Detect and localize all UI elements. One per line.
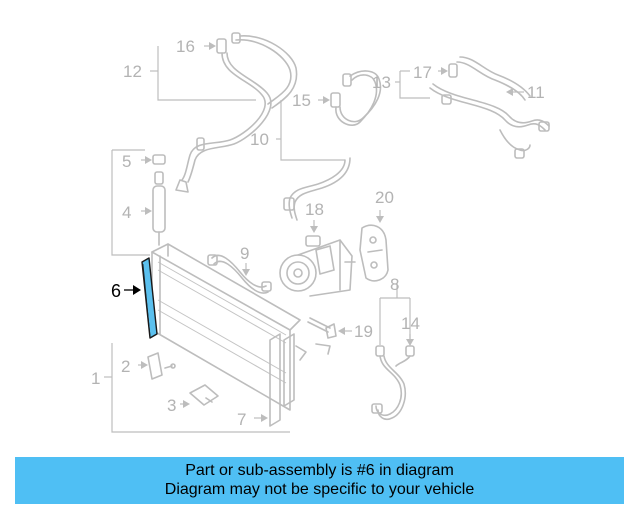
callout-10[interactable]: 10 bbox=[250, 130, 269, 149]
callout-15[interactable]: 15 bbox=[292, 91, 311, 110]
callout-12[interactable]: 12 bbox=[123, 62, 142, 81]
info-banner: Part or sub-assembly is #6 in diagram Di… bbox=[15, 457, 624, 504]
callout-3[interactable]: 3 bbox=[167, 396, 176, 415]
callout-1[interactable]: 1 bbox=[91, 369, 100, 388]
banner-line-2: Diagram may not be specific to your vehi… bbox=[164, 481, 475, 498]
callout-5[interactable]: 5 bbox=[122, 152, 131, 171]
callout-14[interactable]: 14 bbox=[401, 314, 420, 333]
condenser-assembly bbox=[104, 243, 331, 433]
callout-8[interactable]: 8 bbox=[390, 275, 399, 294]
callout-7[interactable]: 7 bbox=[237, 410, 246, 429]
compressor-18 bbox=[279, 220, 356, 297]
callout-11[interactable]: 11 bbox=[527, 83, 545, 102]
bracket-20 bbox=[359, 210, 389, 282]
callout-16[interactable]: 16 bbox=[176, 37, 195, 56]
hose-line-10 bbox=[276, 70, 382, 221]
bolt-19 bbox=[307, 317, 352, 339]
callout-20[interactable]: 20 bbox=[375, 188, 394, 207]
parts-diagram: 12 16 10 15 13 17 11 bbox=[91, 32, 550, 433]
callout-2[interactable]: 2 bbox=[121, 357, 130, 376]
part-6-highlight[interactable] bbox=[141, 257, 158, 339]
receiver-drier-group bbox=[111, 149, 166, 256]
callout-18[interactable]: 18 bbox=[305, 200, 324, 219]
callout-9[interactable]: 9 bbox=[240, 244, 249, 263]
callout-6-arrow bbox=[133, 285, 141, 295]
hose-line-12 bbox=[150, 32, 298, 193]
hose-line-11 bbox=[395, 56, 550, 159]
callout-13[interactable]: 13 bbox=[372, 73, 391, 92]
banner-line-1: Part or sub-assembly is #6 in diagram bbox=[185, 462, 454, 479]
callout-4[interactable]: 4 bbox=[122, 203, 131, 222]
callout-17[interactable]: 17 bbox=[413, 63, 432, 82]
hose-8 bbox=[371, 283, 415, 421]
hose-9 bbox=[207, 254, 272, 294]
callout-6[interactable]: 6 bbox=[111, 281, 121, 301]
callout-19[interactable]: 19 bbox=[354, 322, 373, 341]
